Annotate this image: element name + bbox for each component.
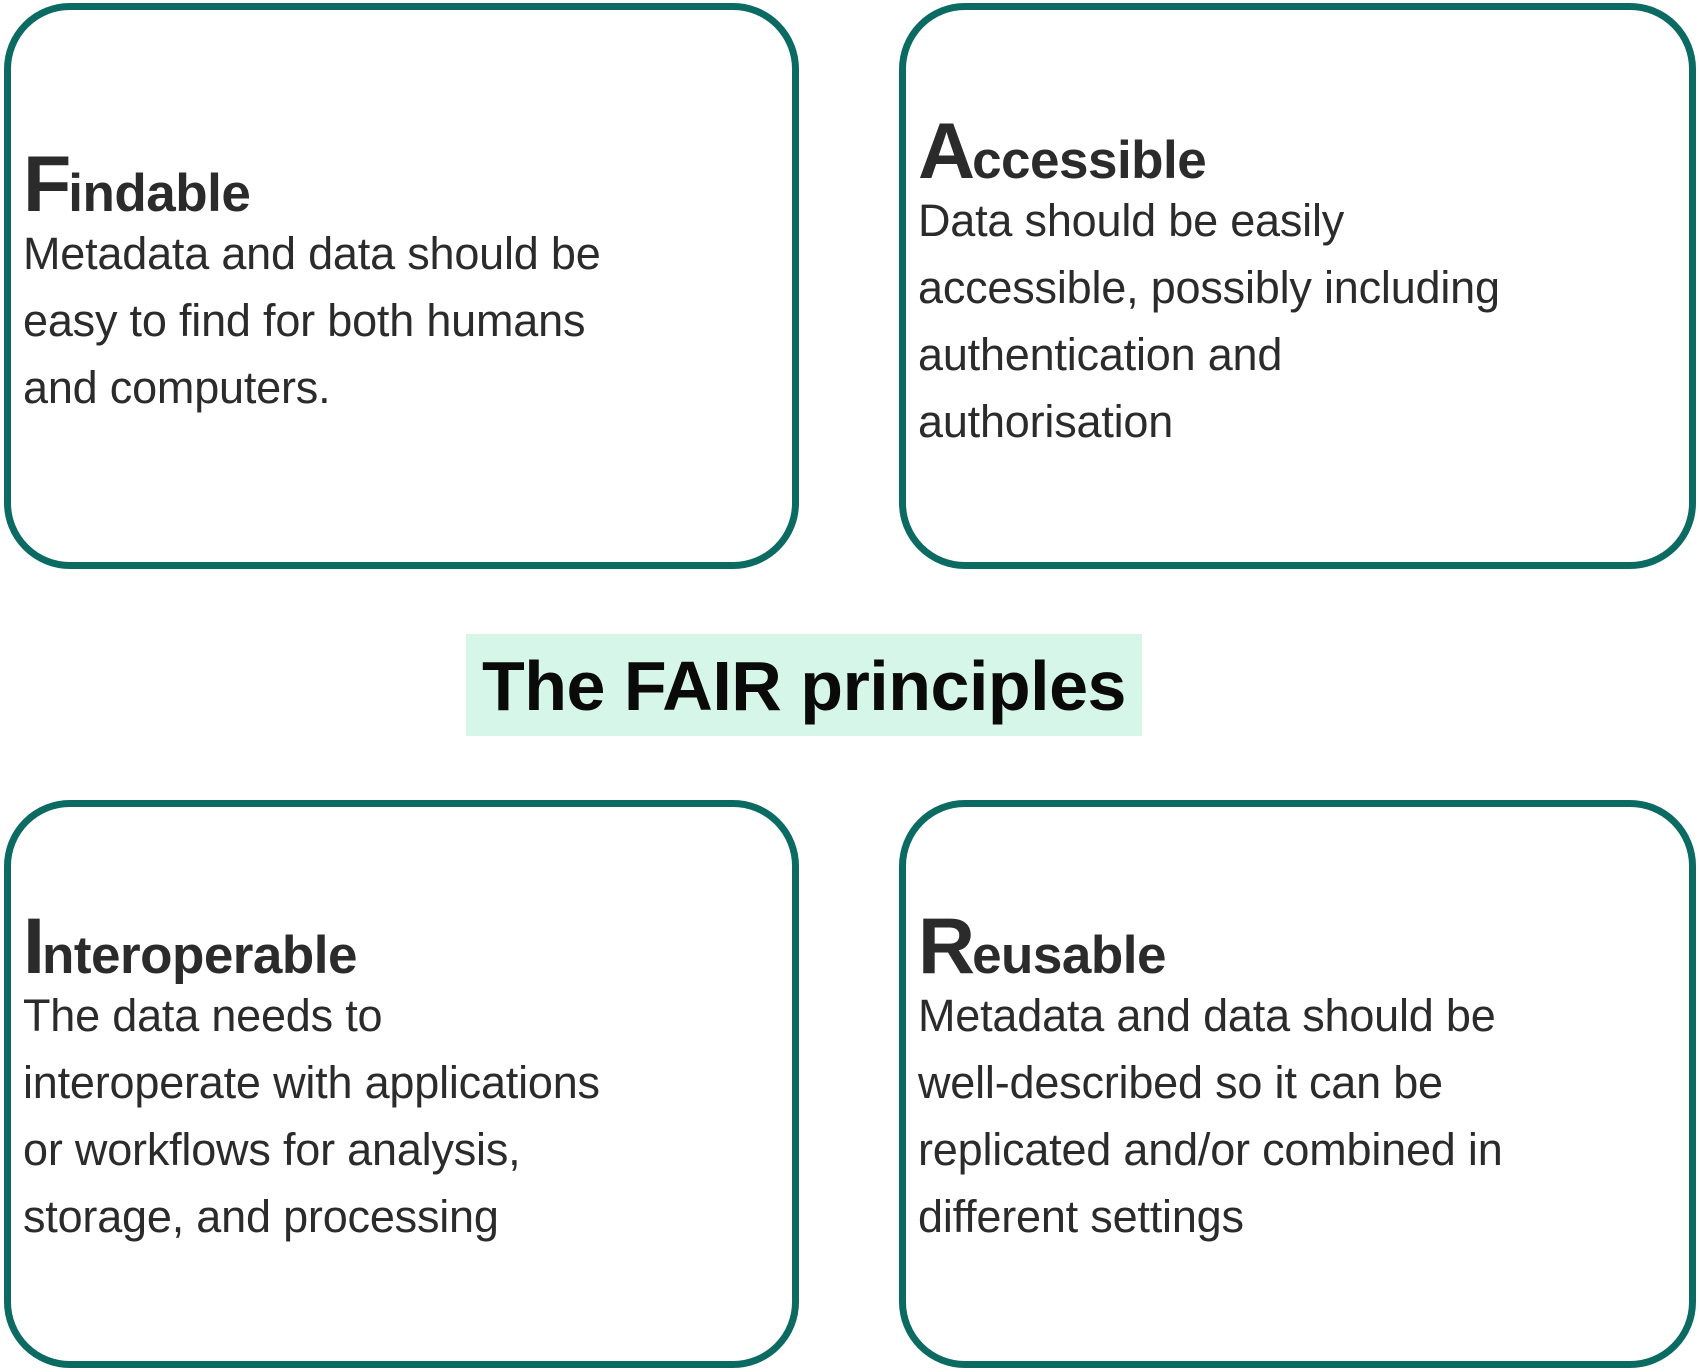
card-reusable-description: Metadata and data should be well-describ… <box>918 982 1683 1250</box>
heading-initial: I <box>23 901 45 990</box>
description-line: Metadata and data should be <box>918 990 1496 1041</box>
card-findable-heading: Findable <box>23 144 786 223</box>
card-interoperable: Interoperable The data needs to interope… <box>4 800 799 1368</box>
heading-initial: A <box>918 106 975 195</box>
description-line: well-described so it can be <box>918 1057 1443 1108</box>
card-interoperable-content: Interoperable The data needs to interope… <box>23 906 786 1250</box>
card-findable-content: Findable Metadata and data should be eas… <box>23 144 786 421</box>
card-reusable-content: Reusable Metadata and data should be wel… <box>918 906 1683 1250</box>
diagram-title: The FAIR principles <box>482 647 1126 725</box>
description-line: and computers. <box>23 362 331 413</box>
description-line: Metadata and data should be <box>23 228 601 279</box>
description-line: easy to find for both humans <box>23 295 586 346</box>
description-line: The data needs to <box>23 990 383 1041</box>
heading-rest: eusable <box>972 926 1166 985</box>
card-accessible-heading: Accessible <box>918 111 1683 190</box>
heading-rest: indable <box>68 164 251 223</box>
description-line: authentication and <box>918 329 1283 380</box>
description-line: Data should be easily <box>918 195 1345 246</box>
description-line: different settings <box>918 1191 1244 1242</box>
card-reusable: Reusable Metadata and data should be wel… <box>899 800 1696 1368</box>
heading-rest: ccessible <box>972 131 1207 190</box>
card-accessible-content: Accessible Data should be easily accessi… <box>918 111 1683 455</box>
card-interoperable-description: The data needs to interoperate with appl… <box>23 982 786 1250</box>
card-interoperable-heading: Interoperable <box>23 906 786 985</box>
card-accessible-description: Data should be easily accessible, possib… <box>918 187 1683 455</box>
heading-rest: nteroperable <box>41 926 358 985</box>
card-findable-description: Metadata and data should be easy to find… <box>23 220 786 421</box>
description-line: replicated and/or combined in <box>918 1124 1503 1175</box>
card-reusable-heading: Reusable <box>918 906 1683 985</box>
card-accessible: Accessible Data should be easily accessi… <box>899 3 1696 569</box>
heading-initial: F <box>23 139 71 228</box>
description-line: storage, and processing <box>23 1191 499 1242</box>
heading-initial: R <box>918 901 975 990</box>
title-badge: The FAIR principles <box>466 634 1142 736</box>
description-line: authorisation <box>918 396 1174 447</box>
description-line: or workflows for analysis, <box>23 1124 521 1175</box>
description-line: interoperate with applications <box>23 1057 600 1108</box>
card-findable: Findable Metadata and data should be eas… <box>4 3 799 569</box>
description-line: accessible, possibly including <box>918 262 1500 313</box>
